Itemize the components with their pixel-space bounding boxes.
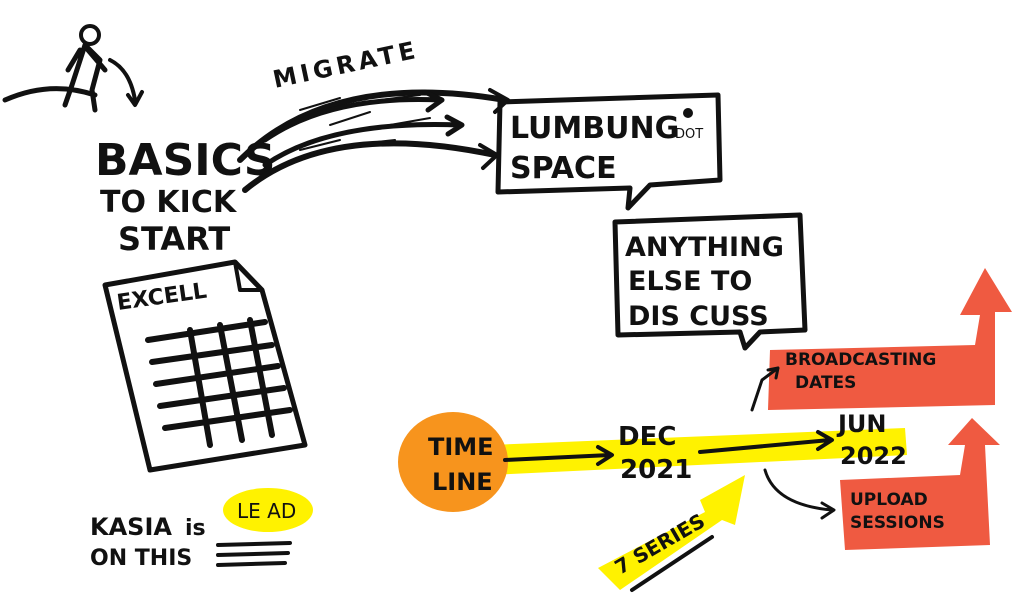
underline-lines-icon	[216, 541, 292, 567]
kasia-text: KASIA	[90, 513, 172, 541]
start-text: START	[118, 220, 230, 258]
upload-text: UPLOAD	[850, 490, 928, 510]
sessions-text: SESSIONS	[850, 513, 945, 533]
2021-text: 2021	[620, 455, 692, 485]
dot-icon	[683, 108, 693, 118]
migrate-arrows-icon	[237, 88, 510, 193]
person-walking-icon	[2, 24, 144, 113]
arrow-to-broadcasting-icon	[750, 366, 780, 412]
broadcasting-text: BROADCASTING	[785, 350, 936, 370]
discuss-text: DIS CUSS	[628, 301, 769, 332]
lumbung-speech-bubble: LUMBUNG SPACE DOT	[495, 92, 723, 211]
basics-heading: BASICS	[95, 135, 275, 186]
else-to-text: ELSE TO	[628, 266, 752, 297]
migrate-label: MIGRATE	[270, 36, 421, 94]
line-text: LINE	[432, 468, 493, 496]
broadcasting-red-arrow	[768, 268, 1012, 410]
excel-label: EXCELL	[115, 279, 208, 316]
lead-text: LE AD	[237, 499, 296, 523]
spreadsheet-icon: EXCELL	[102, 259, 308, 473]
to-kick-text: TO KICK	[100, 185, 238, 220]
dates-text: DATES	[795, 373, 856, 393]
arrow-to-jun-icon	[698, 430, 834, 454]
series-underline	[630, 535, 714, 592]
dot-label: DOT	[675, 127, 703, 142]
dec-text: DEC	[618, 422, 676, 452]
jun-text: JUN	[836, 410, 887, 438]
time-text: TIME	[428, 433, 494, 461]
anything-text: ANYTHING	[625, 232, 784, 263]
timeline-circle	[398, 412, 508, 512]
lead-highlight	[223, 488, 313, 532]
series-yellow-arrow	[598, 475, 745, 590]
arrow-to-upload-icon	[763, 468, 836, 520]
arrow-to-dec-icon	[503, 445, 614, 466]
is-text: is	[185, 516, 206, 541]
upload-red-arrow	[840, 418, 1000, 550]
lumbung-text: LUMBUNG	[510, 111, 679, 146]
discuss-speech-bubble: ANYTHING ELSE TO DIS CUSS	[612, 212, 808, 351]
space-text: SPACE	[510, 151, 617, 186]
on-this-text: ON THIS	[90, 546, 192, 571]
series-label: 7 SERIES	[611, 509, 709, 580]
2022-text: 2022	[840, 442, 907, 470]
